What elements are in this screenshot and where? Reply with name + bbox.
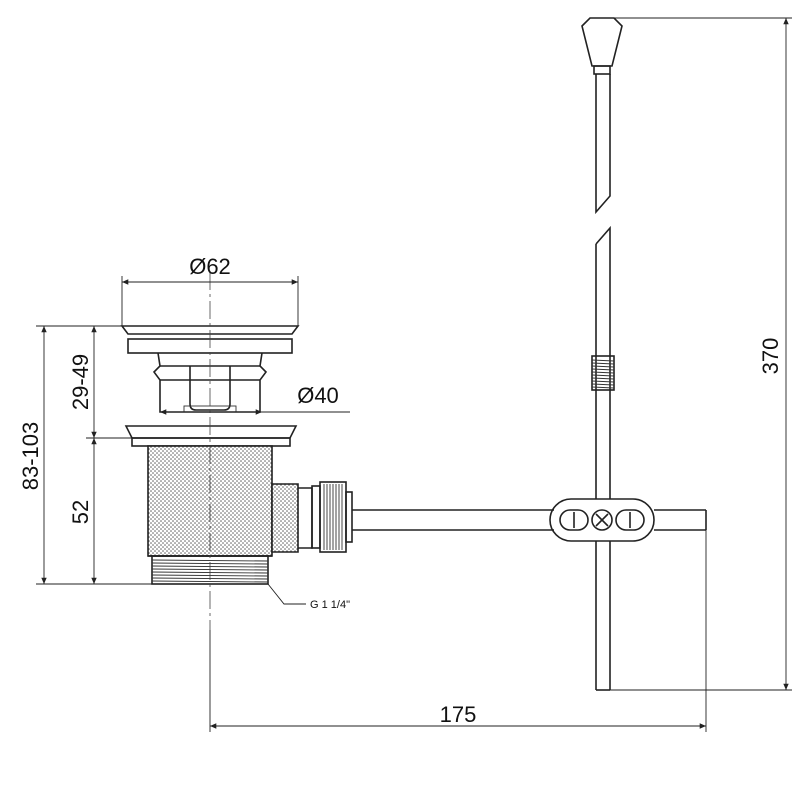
- dim-rod-height: 370: [758, 338, 783, 375]
- dimension-lines: [36, 17, 792, 732]
- dim-top-diameter: Ø62: [189, 254, 231, 279]
- clamp-screw-icon: [591, 509, 613, 531]
- lift-rod: [581, 17, 623, 691]
- pull-rod-horizontal: [352, 509, 707, 531]
- dim-body-height: 52: [68, 500, 93, 524]
- side-outlet: [271, 483, 299, 553]
- dim-inner-diameter: Ø40: [297, 383, 339, 408]
- dim-horizontal-length: 175: [440, 702, 477, 727]
- dim-total-height: 83-103: [18, 422, 43, 491]
- dim-adjust-range: 29-49: [68, 354, 93, 410]
- dim-thread: G 1 1/4": [310, 599, 350, 611]
- body-flange: [124, 425, 298, 439]
- rod-clamp: [549, 498, 655, 542]
- top-cap: [120, 325, 300, 335]
- waste-valve: [120, 272, 353, 630]
- lift-knob: [581, 17, 623, 67]
